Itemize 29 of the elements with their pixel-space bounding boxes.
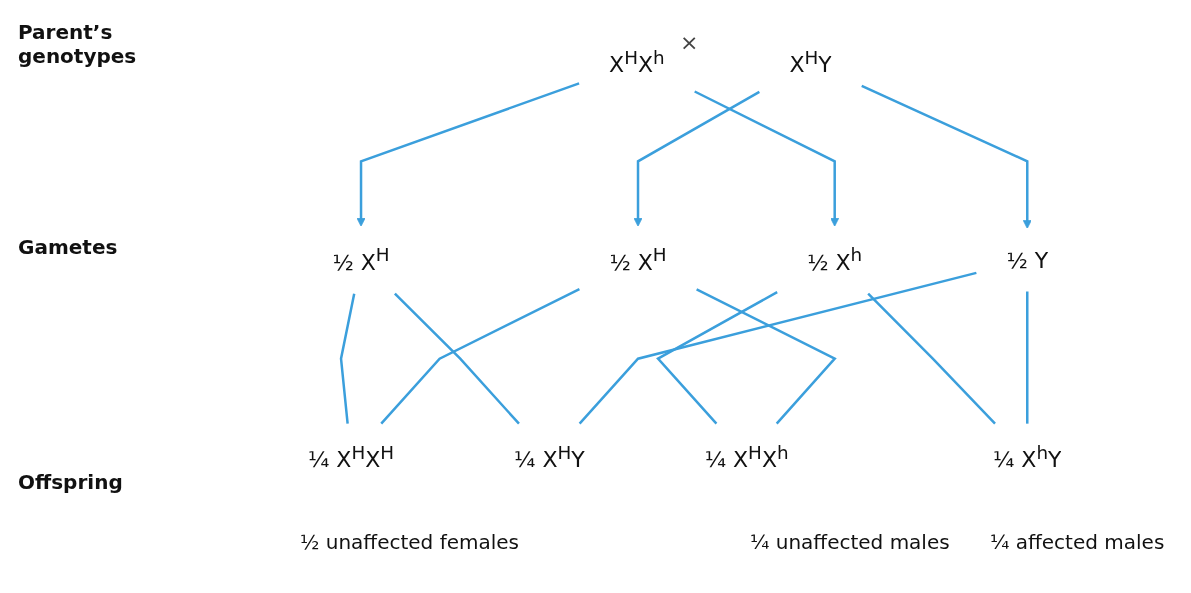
ratio-note: ½ unaffected females <box>300 530 519 554</box>
arrow <box>694 90 840 227</box>
connector <box>340 293 356 424</box>
connector <box>578 271 977 425</box>
connector <box>656 291 779 425</box>
node-text: X$^{H}$Y <box>789 47 832 78</box>
node-text: X$^{H}$X$^{h}$ <box>609 47 665 78</box>
arrow <box>356 82 580 227</box>
node-text: ½ X$^{H}$ <box>609 244 667 275</box>
row-heading: Gametes <box>18 235 118 259</box>
row-heading: Offspring <box>18 470 123 494</box>
connector <box>696 288 837 425</box>
arrow <box>633 90 761 227</box>
node-text: ¼ X$^{H}$Y <box>514 441 585 472</box>
node-text: ½ X$^{h}$ <box>807 244 863 275</box>
node-text: ¼ X$^{H}$X$^{h}$ <box>704 441 789 472</box>
row-heading: Parent’s genotypes <box>18 20 138 68</box>
connector <box>1026 291 1029 424</box>
connector <box>394 292 521 425</box>
connector <box>380 288 581 425</box>
ratio-note: ¼ unaffected males <box>750 530 950 554</box>
ratio-note: ¼ affected males <box>990 530 1165 554</box>
node-text: ¼ X$^{H}$X$^{H}$ <box>308 441 395 472</box>
node-text: ¼ X$^{h}$Y <box>993 441 1062 472</box>
cross-sign: × <box>680 30 699 55</box>
node-text: ½ X$^{H}$ <box>332 244 390 275</box>
arrow <box>861 84 1032 229</box>
connector <box>867 292 997 425</box>
node-text: ½ Y <box>1006 247 1049 273</box>
